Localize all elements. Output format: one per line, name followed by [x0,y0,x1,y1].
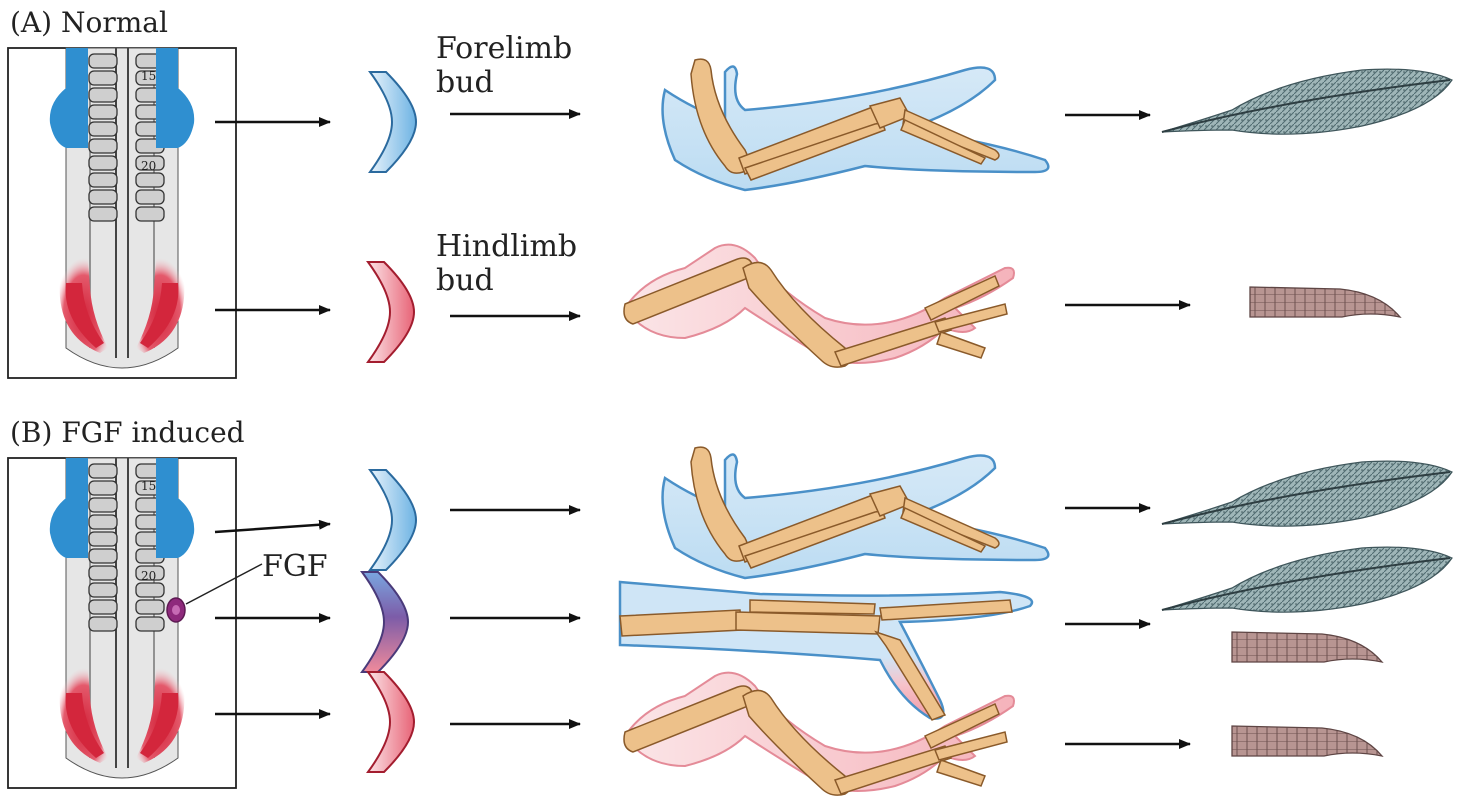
forelimb-bud-icon [370,470,416,570]
hindlimb-label-line2: bud [436,263,494,298]
somite-15-label: 15 [141,479,156,493]
feather-icon [1162,69,1452,134]
feather-icon [1162,547,1452,612]
scale-icon [1232,632,1382,662]
scale-icon [1250,287,1400,317]
forelimb-label-line2: bud [436,65,494,100]
hindlimb-bud-icon [368,672,414,772]
leg-skeleton [624,245,1014,367]
hindlimb-label-line1: Hindlimb [436,229,577,264]
wing-skeleton [663,59,1049,190]
panel-b-heading: (B) FGF induced [10,416,245,449]
hindlimb-bud-icon [368,262,414,362]
somite-15-label: 15 [141,69,156,83]
somite-20-label: 20 [141,569,156,583]
fgf-induced-embryo: 15 20 [8,458,236,788]
panel-a-heading: (A) Normal [10,6,168,39]
feather-icon [1162,461,1452,526]
scale-icon [1232,726,1382,756]
fgf-label: FGF [262,549,328,584]
forelimb-bud-icon [370,72,416,172]
leg-skeleton [624,673,1014,795]
ectopic-limb-bud-icon [362,572,408,672]
fgf-bead-highlight [172,605,180,615]
normal-embryo: 15 20 [8,48,236,378]
forelimb-label-line1: Forelimb [436,31,572,66]
wing-skeleton [663,447,1049,578]
somite-20-label: 20 [141,159,156,173]
